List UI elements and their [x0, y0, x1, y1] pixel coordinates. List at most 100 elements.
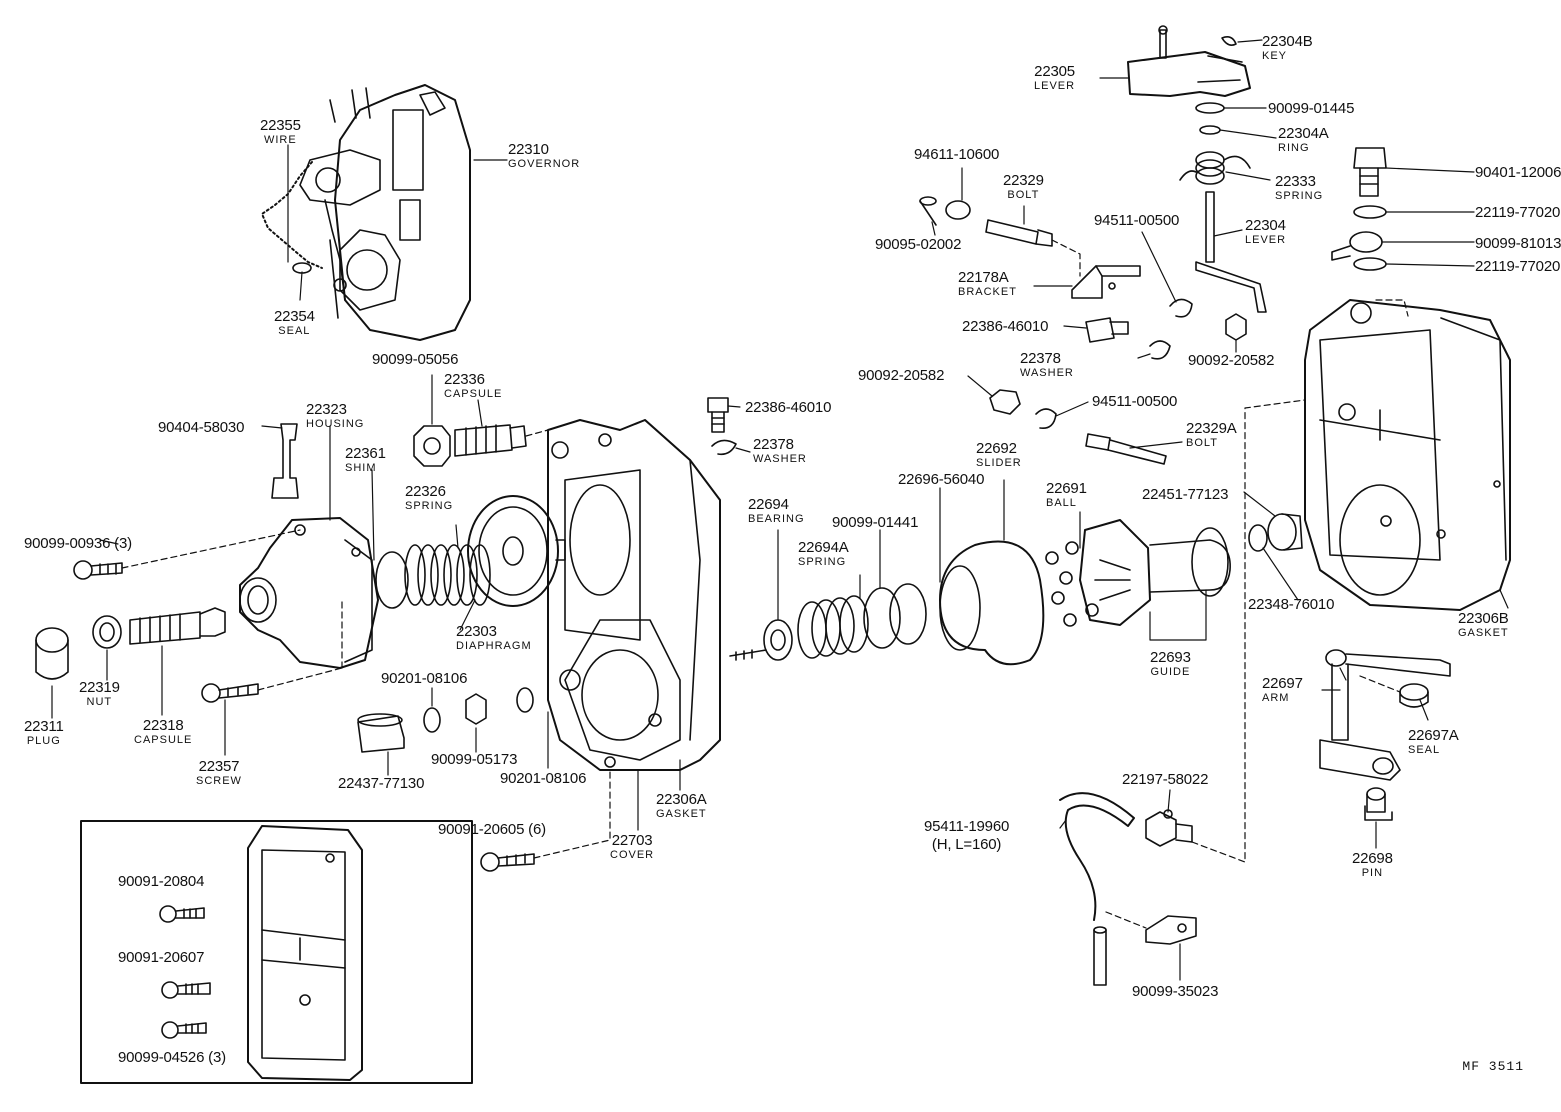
callout-22386-46010-b: 22386-46010: [962, 318, 1049, 335]
callout-90099-05173: 90099-05173: [431, 751, 518, 768]
screw-22357: [201, 683, 259, 703]
shim-22696-56040: [889, 583, 927, 645]
washer-22378-a: [711, 439, 737, 456]
sleeve-22451: [1267, 513, 1303, 551]
housing-22323: [239, 517, 379, 669]
callout-90099-00936: 90099-00936 (3): [24, 535, 132, 552]
inset-bolt-04526: [161, 1021, 207, 1039]
governor-assembly: [299, 84, 471, 341]
callout-90091-20607: 90091-20607: [118, 949, 205, 966]
washer-90099-01445: [1195, 102, 1225, 114]
spring-22333: [1179, 151, 1251, 185]
wire-chain: [261, 161, 323, 269]
cover-22703: [547, 419, 721, 771]
callout-22348-76010: 22348-76010: [1248, 596, 1335, 613]
callout-90099-05056: 90099-05056: [372, 351, 459, 368]
hose-95411: [1059, 792, 1135, 986]
diagram-code: MF 3511: [1462, 1059, 1524, 1074]
callout-90099-01441: 90099-01441: [832, 514, 919, 531]
callout-22451-77123: 22451-77123: [1142, 486, 1229, 503]
arm-22697: [1319, 649, 1451, 781]
plug-22311: [35, 627, 69, 680]
lever-22305: [1127, 25, 1251, 97]
inset-bolt-20804: [159, 905, 205, 923]
callout-94511-00500-b: 94511-00500: [1092, 393, 1178, 410]
callout-22386-46010-a: 22386-46010: [745, 399, 832, 416]
fitting-22197: [1145, 809, 1193, 847]
balls-22691: [1045, 541, 1099, 627]
callout-90401-12006: 90401-12006: [1475, 164, 1561, 181]
callout-90099-81013: 90099-81013: [1475, 235, 1561, 252]
key-22304B: [1221, 36, 1237, 46]
guide-22693: [1079, 519, 1231, 626]
callout-22696-56040: 22696-56040: [898, 471, 985, 488]
callout-90099-04526: 90099-04526 (3): [118, 1049, 226, 1066]
lever-22304: [1195, 191, 1267, 313]
callout-94511-00500-a: 94511-00500: [1094, 212, 1180, 229]
callout-22119-77020-a: 22119-77020: [1475, 204, 1561, 221]
gasket-22119-b: [1353, 257, 1387, 271]
spring-22326: [404, 544, 491, 606]
washer-94611: [945, 200, 971, 220]
fitting-90099-81013: [1331, 231, 1383, 261]
capsule-22318: [129, 607, 226, 645]
spring-22694A: [797, 595, 869, 659]
callout-90099-01445: 90099-01445: [1268, 100, 1355, 117]
nipple-90404: [271, 423, 299, 499]
callout-90092-20582-b: 90092-20582: [1188, 352, 1275, 369]
shim-22361: [375, 551, 409, 609]
capsule-22336: [454, 424, 527, 457]
nut-90092-a: [989, 389, 1021, 415]
bolt-22386-b: [1085, 317, 1129, 343]
bolt-22329: [985, 219, 1053, 247]
callout-90404-58030: 90404-58030: [158, 419, 245, 436]
pin-90095: [919, 196, 937, 226]
washer-90201-a: [423, 707, 441, 733]
callout-90091-20605: 90091-20605 (6): [438, 821, 546, 838]
callout-90092-20582-a: 90092-20582: [858, 367, 945, 384]
slider-22692: [939, 540, 1045, 666]
nut-90092-b: [1225, 313, 1247, 341]
bolt-90401: [1353, 147, 1387, 197]
shim-90099-01441: [863, 587, 901, 649]
callout-90095-02002: 90095-02002: [875, 236, 962, 253]
inset-bolt-20607: [161, 981, 211, 999]
callout-90099-35023: 90099-35023: [1132, 983, 1219, 1000]
diaphragm-22303: [467, 495, 566, 607]
washer-94511-b: [1035, 408, 1057, 430]
inset-frame: [80, 820, 473, 1084]
callout-90201-08106-b: 90201-08106: [500, 770, 587, 787]
screw-90099-00936: [73, 560, 123, 580]
callout-94611-10600: 94611-10600: [914, 146, 1000, 163]
callout-22119-77020-b: 22119-77020: [1475, 258, 1561, 275]
bolt-90091-20605: [480, 852, 535, 872]
bolt-22329A: [1085, 433, 1167, 465]
seal-22697A: [1399, 683, 1429, 708]
housing-gasket-22306B: [1304, 299, 1511, 611]
